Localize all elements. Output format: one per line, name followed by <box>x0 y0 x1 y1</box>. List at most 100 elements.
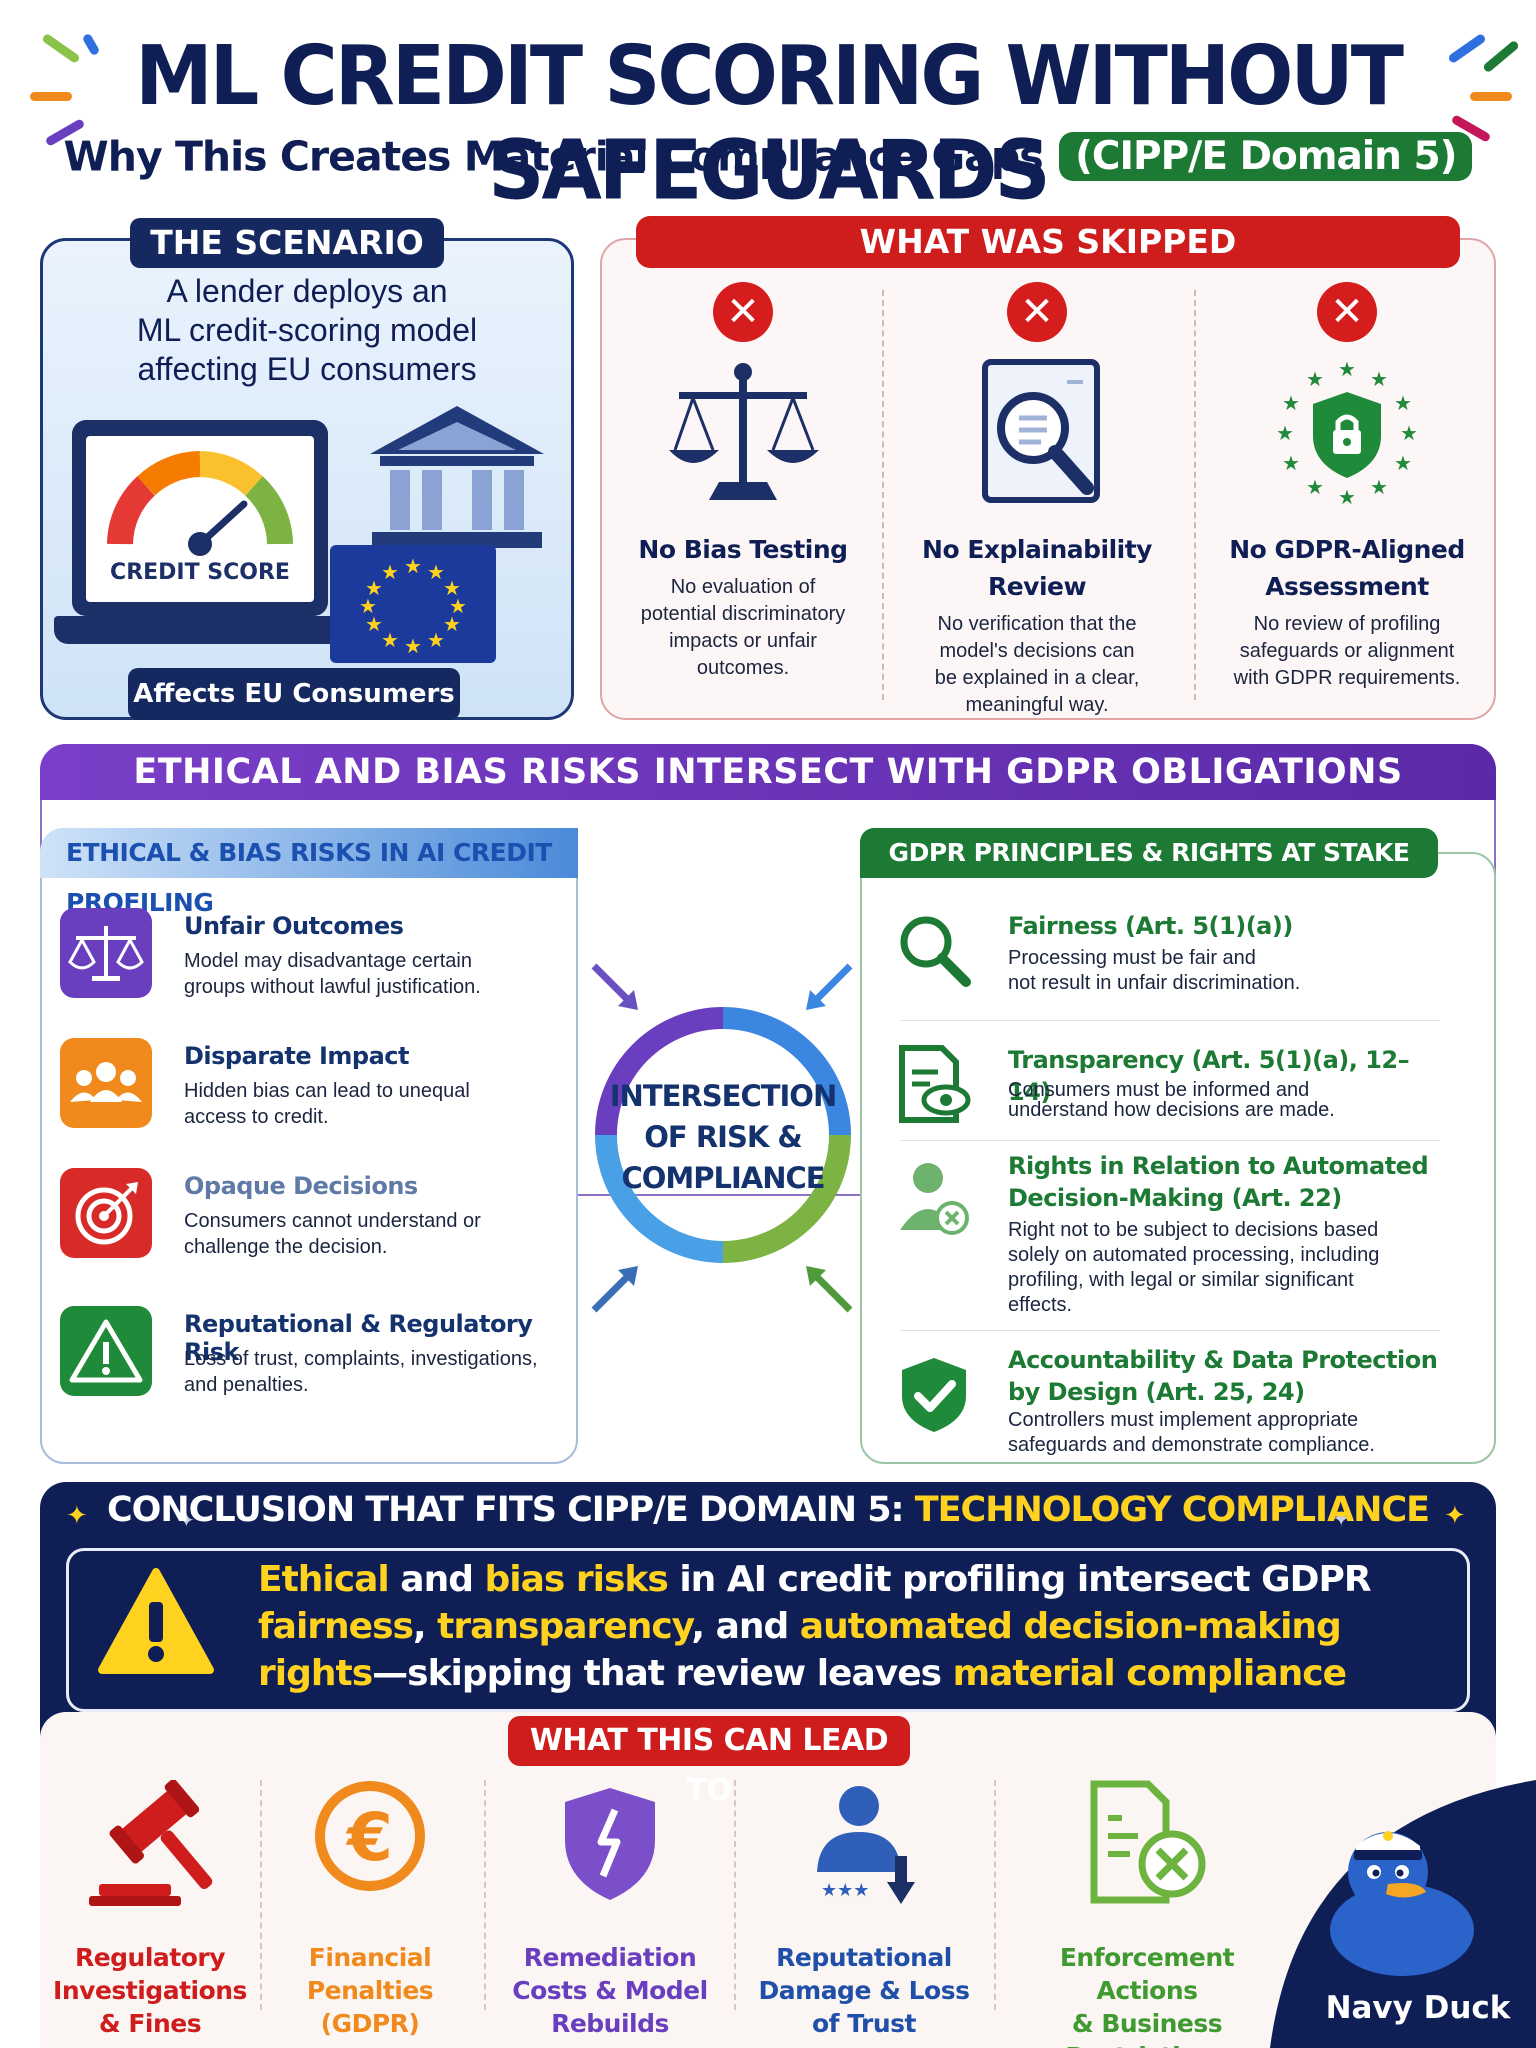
sparkle-icon: ✦ <box>178 1510 195 1532</box>
duck-mascot-icon <box>1270 1780 1536 2048</box>
subtitle-row: Why This Creates Material Compliance Gap… <box>0 132 1536 181</box>
right-desc: Right not to be subject to decisions bas… <box>1008 1219 1380 1316</box>
right-item-automated-decision-making: Rights in Relation to Automated Decision… <box>880 1150 1440 1320</box>
magnifier-icon <box>900 916 971 987</box>
subtitle: Why This Creates Material Compliance Gap… <box>63 132 1044 181</box>
brand-name: Navy Duck <box>1325 1990 1511 2026</box>
right-title: Accountability & Data Protection by Desi… <box>1008 1346 1438 1406</box>
document-x-icon <box>1090 1780 1206 1904</box>
column-divider <box>882 290 884 700</box>
skipped-desc: No review of profiling safeguards or ali… <box>1233 613 1461 689</box>
risk-desc: Consumers cannot understand or challenge… <box>184 1210 481 1258</box>
gauge-icon <box>107 451 293 556</box>
conclusion-text-part: and <box>388 1559 485 1600</box>
shield-lock-icon: ★★★ ★★★ ★★★ ★★★ <box>1276 357 1418 509</box>
svg-text:★: ★ <box>359 594 377 618</box>
right-item-transparency: Transparency (Art. 5(1)(a), 12–14) Consu… <box>880 1044 1440 1144</box>
affects-eu-badge: Affects EU Consumers <box>128 668 460 720</box>
risk-title: Reputational & Regulatory Risk <box>184 1310 533 1366</box>
eu-flag-icon: ★★★ ★★★ ★★★ ★★★ <box>330 545 496 663</box>
svg-text:★: ★ <box>1370 367 1388 391</box>
risk-desc: Hidden bias can lead to unequal access t… <box>184 1080 470 1128</box>
consequence-enforcement-actions: Enforcement Actions & Business Restricti… <box>1006 1780 1288 2048</box>
rights-header: GDPR PRINCIPLES & RIGHTS AT STAKE <box>860 828 1438 878</box>
risk-item-opaque-decisions: Opaque Decisions Consumers cannot unders… <box>60 1168 570 1268</box>
risk-title: Disparate Impact <box>184 1042 409 1070</box>
bank-building-icon <box>370 406 544 548</box>
right-desc: Controllers must implement appropriate s… <box>1008 1409 1375 1456</box>
conclusion-highlight: automated decision-making rights <box>258 1606 1342 1694</box>
skipped-desc: No evaluation of potential discriminator… <box>640 576 846 679</box>
right-desc: Processing must be fair and not result i… <box>1008 947 1301 994</box>
risk-item-reputational-regulatory: Reputational & Regulatory Risk Loss of t… <box>60 1306 570 1406</box>
skipped-title: No GDPR-Aligned Assessment <box>1229 535 1465 601</box>
svg-text:★: ★ <box>1338 485 1356 508</box>
eu-stars-icon: ★★★ ★★★ ★★★ ★★★ <box>359 554 467 658</box>
scenario-line: A lender deploys an <box>166 273 448 309</box>
laptop-base <box>54 616 346 644</box>
column-divider <box>734 1780 736 2010</box>
svg-text:★: ★ <box>1282 451 1300 475</box>
person-x-icon <box>900 1163 969 1235</box>
document-magnifier-icon <box>982 359 1100 503</box>
credit-score-label: CREDIT SCORE <box>110 560 290 585</box>
skipped-item-bias-testing: ✕ No Bias Testing No evaluation of poten… <box>598 282 888 682</box>
skipped-item-gdpr-assessment: ✕ ★★★ ★★★ ★★★ ★★★ No GDPR-Aligned Assess… <box>1202 282 1492 692</box>
arrow-in-icon <box>591 963 638 1010</box>
right-title: Rights in Relation to Automated Decision… <box>1008 1152 1429 1212</box>
right-item-accountability: Accountability & Data Protection by Desi… <box>880 1344 1440 1464</box>
gavel-icon <box>89 1779 213 1906</box>
person-rating-down-icon: ★★★ <box>817 1786 915 1904</box>
warning-triangle-icon <box>60 1306 152 1396</box>
consequence-remediation-costs: Remediation Costs & Model Rebuilds <box>490 1780 730 2040</box>
consequence-regulatory-investigations: Regulatory Investigations & Fines <box>30 1779 270 2040</box>
svg-text:★: ★ <box>365 576 383 600</box>
consequence-label: Financial Penalties (GDPR) <box>306 1943 434 2038</box>
svg-text:★: ★ <box>443 576 461 600</box>
skipped-desc: No verification that the model's decisio… <box>934 613 1140 716</box>
conclusion-text-part: in AI credit profiling intersect GDPR <box>667 1559 1371 1600</box>
sparkle-icon: ✦ <box>66 1500 88 1530</box>
svg-text:★: ★ <box>1370 475 1388 499</box>
people-group-icon <box>60 1038 152 1128</box>
consequence-reputational-damage: ★★★ Reputational Damage & Loss of Trust <box>744 1780 984 2040</box>
conclusion-text-part: —skipping that review leaves <box>372 1653 953 1694</box>
consequence-label: Enforcement Actions & Business Restricti… <box>1059 1943 1235 2048</box>
arrow-in-icon <box>806 963 853 1010</box>
x-circle-icon: ✕ <box>1007 282 1067 342</box>
svg-text:★: ★ <box>404 554 422 578</box>
consequence-label: Remediation Costs & Model Rebuilds <box>512 1943 708 2038</box>
risk-title: Unfair Outcomes <box>184 912 404 940</box>
scenario-line: ML credit-scoring model <box>136 312 478 348</box>
column-divider <box>994 1780 996 2010</box>
svg-text:★: ★ <box>427 628 445 652</box>
arrow-in-icon <box>806 1266 853 1313</box>
risks-header: ETHICAL & BIAS RISKS IN AI CREDIT PROFIL… <box>40 828 578 917</box>
consequence-label: Reputational Damage & Loss of Trust <box>758 1943 970 2038</box>
consequences-panel <box>40 1712 1496 2048</box>
conclusion-box <box>66 1548 1470 1712</box>
svg-text:★: ★ <box>1338 358 1356 381</box>
conclusion-highlight: bias risks <box>484 1559 669 1600</box>
cracked-shield-icon <box>565 1788 655 1900</box>
skipped-item-explainability: ✕ No Explainability Review No verificati… <box>892 282 1182 719</box>
right-desc: Consumers must be informed and understan… <box>1008 1079 1335 1121</box>
consequences-header: WHAT THIS CAN LEAD TO <box>508 1716 910 1808</box>
svg-text:★: ★ <box>404 634 422 658</box>
svg-text:★: ★ <box>1282 391 1300 415</box>
conclusion-title-prefix: CONCLUSION THAT FITS CIPP/E DOMAIN 5: <box>106 1490 915 1530</box>
column-divider <box>260 1780 262 2010</box>
conclusion-highlight: fairness <box>258 1606 414 1647</box>
main-title: ML CREDIT SCORING WITHOUT SAFEGUARDS <box>135 29 1404 219</box>
scales-icon <box>669 363 819 500</box>
skipped-title: No Bias Testing <box>638 535 848 564</box>
intersection-label: INTERSECTION OF RISK & COMPLIANCE <box>609 1079 837 1195</box>
scenario-text: A lender deploys an ML credit-scoring mo… <box>70 272 544 389</box>
warning-triangle-icon <box>98 1568 214 1674</box>
scenario-header: THE SCENARIO <box>130 218 444 268</box>
risk-title: Opaque Decisions <box>184 1172 418 1200</box>
column-divider <box>1194 290 1196 700</box>
svg-text:★: ★ <box>1306 475 1324 499</box>
conclusion-highlight: transparency <box>437 1606 692 1647</box>
svg-text:★: ★ <box>1306 367 1324 391</box>
